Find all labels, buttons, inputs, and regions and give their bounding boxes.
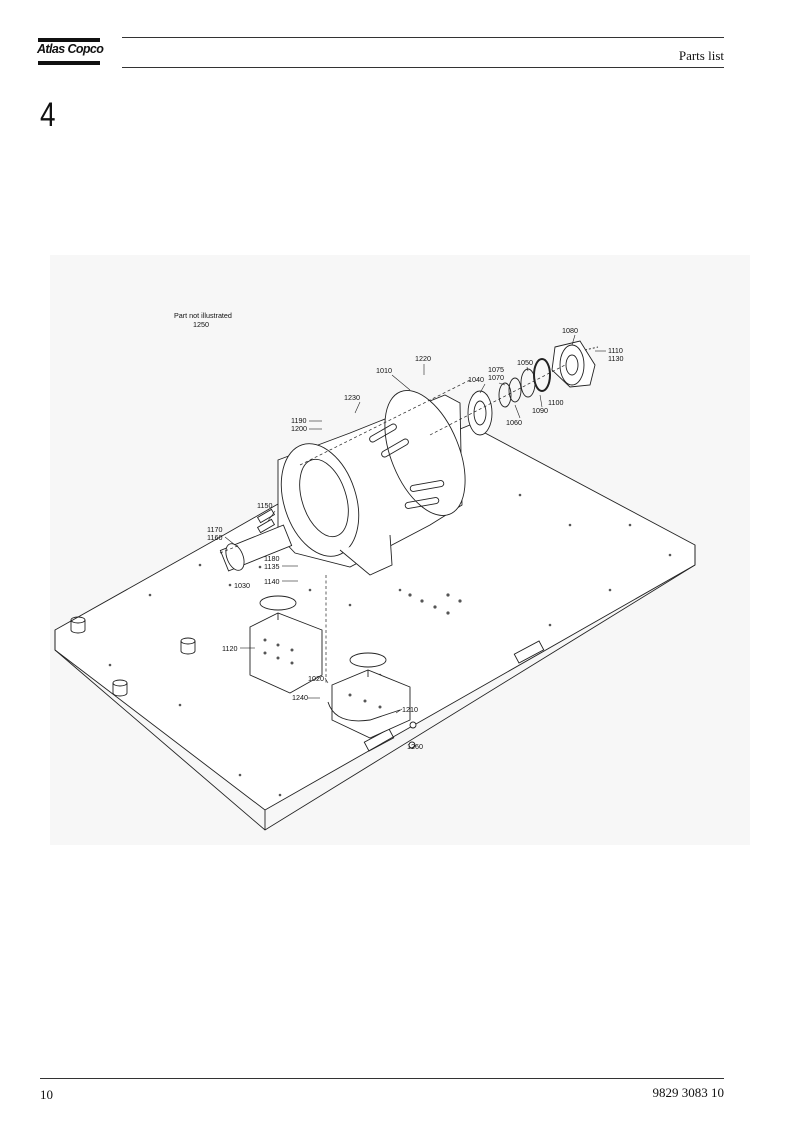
callout-1130: 1130 [608, 354, 623, 363]
callout-1090: 1090 [532, 406, 548, 415]
logo-bar-bottom [38, 61, 100, 65]
frame-posts [70, 616, 196, 697]
motor-housing [277, 390, 466, 576]
exploded-view-drawing: Part not illustrated 1250 1010 1020 1030… [54, 311, 696, 831]
callout-1220: 1220 [415, 354, 431, 363]
callout-1010: 1010 [376, 366, 392, 375]
callout-1110: 1110 [608, 346, 623, 355]
header-rule-top [122, 37, 724, 38]
footer-page-number: 10 [40, 1087, 53, 1102]
header-title: Parts list [678, 48, 724, 63]
atlas-copco-logo: Atlas Copco [37, 38, 104, 68]
anti-vibration-mounts [249, 595, 411, 739]
callout-1260: 1260 [407, 742, 423, 751]
callout-1240: 1240 [292, 693, 308, 702]
housing-vents [369, 423, 445, 509]
callout-1190: 1190 [291, 416, 306, 425]
callout-1170: 1170 [207, 525, 222, 534]
callout-1230: 1230 [344, 393, 360, 402]
callout-1040: 1040 [468, 375, 484, 384]
callout-1120: 1120 [222, 644, 237, 653]
callout-1030: 1030 [234, 581, 250, 590]
callout-1100: 1100 [548, 398, 563, 407]
logo-wordmark: Atlas Copco [37, 42, 104, 56]
callout-1180: 1180 [264, 554, 279, 563]
callout-leaders [224, 334, 606, 714]
sensor-connector [409, 721, 417, 729]
footer-document-number: 9829 3083 10 [652, 1085, 725, 1100]
callout-labels: 1010 1020 1030 1040 1050 1060 1070 1075 … [207, 326, 623, 751]
bearing-assembly [467, 358, 551, 436]
callout-1210: 1210 [402, 705, 418, 714]
callout-1050: 1050 [517, 358, 533, 367]
note-text: Part not illustrated [174, 311, 232, 320]
assembly-guide-lines [219, 364, 566, 685]
callout-1140: 1140 [264, 577, 279, 586]
frame-slot-right [513, 640, 545, 664]
callout-1150: 1150 [257, 501, 272, 510]
section-number: 4 [40, 96, 56, 134]
plug-1260 [408, 741, 416, 749]
callout-1020: 1020 [308, 674, 324, 683]
callout-1135: 1135 [264, 562, 279, 571]
note-part-number: 1250 [193, 320, 209, 329]
footer-rule [40, 1078, 724, 1079]
logo-bar-top [38, 38, 100, 42]
callout-1160: 1160 [207, 533, 222, 542]
callout-1080: 1080 [562, 326, 578, 335]
header-rule-bottom [122, 67, 724, 68]
callout-1075: 1075 [488, 365, 504, 374]
callout-1060: 1060 [506, 418, 522, 427]
end-cover [551, 340, 596, 388]
sensor-cable [327, 701, 401, 722]
exploded-parts-figure: Part not illustrated 1250 1010 1020 1030… [50, 255, 750, 845]
drive-shaft [219, 508, 293, 572]
frame-slot-left [363, 728, 395, 752]
callout-1200: 1200 [291, 424, 307, 433]
frame-bolt-holes [108, 493, 672, 797]
callout-1070: 1070 [488, 373, 504, 382]
